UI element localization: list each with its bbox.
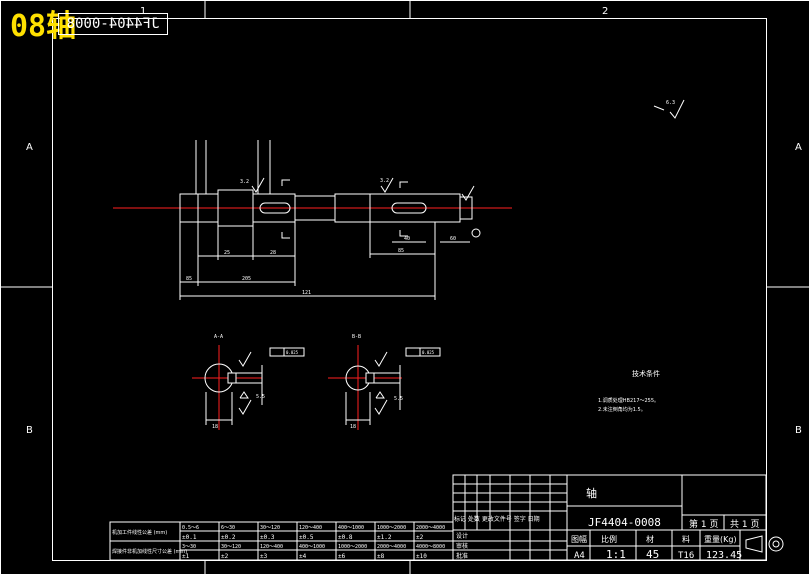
- zone-label-1: 1: [140, 6, 146, 17]
- tolerance-cell: 120～400: [260, 544, 283, 550]
- tech-notes-title: 技术条件: [632, 369, 660, 378]
- section-a-tolerance: 0.025: [286, 350, 299, 355]
- section-b-label: B-B: [352, 334, 361, 340]
- section-a-label: A-A: [214, 334, 223, 340]
- general-roughness-note: [653, 99, 685, 119]
- general-roughness-value: 6.3: [666, 100, 675, 106]
- tolerance-cell: ±10: [416, 553, 427, 560]
- tolerance-cell: 0.5～6: [182, 525, 199, 531]
- title-block: [452, 474, 767, 561]
- first-angle-projection-icon: [745, 535, 784, 553]
- col-header-material-1: 材: [646, 534, 654, 544]
- value-weight: 123.45: [706, 550, 742, 561]
- section-b-b: B-B 0.025 18 5.5: [328, 334, 441, 430]
- section-b-tolerance: 0.025: [422, 350, 435, 355]
- part-name: 轴: [586, 486, 597, 500]
- dim-collar: 25: [224, 250, 230, 256]
- roughness-value-1: 3.2: [240, 179, 249, 185]
- tolerance-cells: 0.5～6 6～30 30～120 120～400 400～1000 1000～2000 2…: [182, 525, 445, 560]
- tech-note-2: 2.未注倒角均为1.5。: [598, 406, 646, 413]
- zone-label-a-right: A: [795, 142, 802, 153]
- tolerance-cell: 30～120: [260, 525, 280, 531]
- shaft-main-view: 3.2 3.2 85 205 121 25 28 85 40 60: [113, 140, 512, 300]
- section-b-width: 18: [350, 424, 356, 430]
- tolerance-cell: 4000～8000: [416, 544, 445, 550]
- tolerance-cell: 120～400: [299, 525, 322, 531]
- signoff-design: 设计: [456, 532, 468, 540]
- tolerance-row1-label: 机加工件线性公差 (mm): [112, 529, 167, 536]
- col-header-format: 图幅: [571, 534, 587, 544]
- tolerance-cell: ±0.8: [338, 534, 353, 541]
- tolerance-table: [109, 521, 454, 561]
- tolerance-cell: 400～1000: [299, 544, 325, 550]
- dim-right-seg: 85: [398, 248, 404, 254]
- col-header-material-2: 料: [682, 534, 690, 544]
- tolerance-cell: ±2: [416, 534, 424, 541]
- tolerance-cell: ±0.1: [182, 534, 197, 541]
- tolerance-cell: ±6: [338, 553, 346, 560]
- zone-label-b-right: B: [795, 425, 802, 436]
- sheet-number: 第 1 页: [689, 518, 718, 530]
- tolerance-cell: ±4: [299, 553, 307, 560]
- value-format: A4: [574, 551, 585, 561]
- tolerance-cell: 30～120: [221, 544, 241, 550]
- signoff-approve: 批准: [456, 552, 468, 560]
- dim-overall: 121: [302, 290, 311, 296]
- tolerance-cell: ±3: [260, 553, 268, 560]
- section-a-depth: 5.5: [256, 394, 265, 400]
- tolerance-cell: ±0.2: [221, 534, 236, 541]
- tech-note-1: 1.调质处理HB217～255。: [598, 397, 659, 404]
- roughness-symbols: [251, 177, 481, 238]
- tolerance-cell: ±0.3: [260, 534, 275, 541]
- mirrored-drawing-number: JF4404-0008: [58, 13, 168, 35]
- drawing-number: JF4404-0008: [588, 516, 661, 529]
- value-material: 45: [646, 548, 659, 561]
- tolerance-cell: 1000～2000: [338, 544, 367, 550]
- signoff-review: 审核: [456, 542, 468, 550]
- dim-right-key: 40: [404, 236, 410, 242]
- dim-right-end: 60: [450, 236, 456, 242]
- col-header-scale: 比例: [601, 534, 617, 544]
- tolerance-cell: ±2: [221, 553, 229, 560]
- section-a-a: A-A 0.025 5.5 18: [192, 334, 305, 430]
- section-b-depth: 5.5: [394, 396, 403, 402]
- zone-label-2: 2: [602, 6, 608, 17]
- tolerance-cell: 2000～4000: [377, 544, 406, 550]
- stamp-label: 08轴: [10, 9, 77, 44]
- zone-label-b-left: B: [26, 425, 33, 436]
- tolerance-cell: ±1: [182, 553, 190, 560]
- value-spec: T16: [678, 551, 694, 561]
- section-a-width: 18: [212, 424, 218, 430]
- tolerance-cell: 1000～2000: [377, 525, 406, 531]
- tolerance-cell: 6～30: [221, 525, 235, 531]
- dim-keyway: 28: [270, 250, 276, 256]
- tolerance-cell: ±8: [377, 553, 385, 560]
- tolerance-cell: 400～1000: [338, 525, 364, 531]
- col-header-weight: 重量(Kg): [704, 534, 737, 544]
- dim-205: 205: [242, 276, 251, 282]
- zone-label-a-left: A: [26, 142, 33, 153]
- sheet-total: 共 1 页: [730, 519, 759, 530]
- tolerance-row2-label: 焊接件非机加线性尺寸公差 (mm): [112, 548, 187, 555]
- roughness-value-2: 3.2: [380, 178, 389, 184]
- tolerance-cell: ±1.2: [377, 534, 392, 541]
- revision-header: 标记 处数 更改文件号 签字 日期: [454, 515, 540, 523]
- tolerance-cell: 2000～4000: [416, 525, 445, 531]
- dim-left-end: 85: [186, 276, 192, 282]
- tolerance-cell: 3～30: [182, 544, 196, 550]
- tolerance-cell: ±0.5: [299, 534, 314, 541]
- value-scale: 1:1: [606, 548, 626, 561]
